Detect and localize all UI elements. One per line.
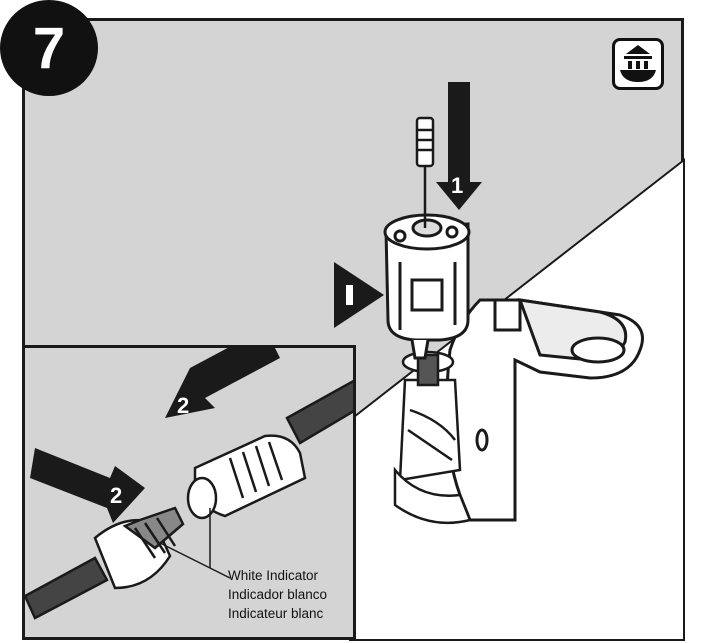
indicator-leader-lines	[159, 508, 231, 579]
faucet-body	[445, 298, 644, 522]
step-number-badge: 7	[0, 0, 98, 96]
indicator-label-en: White Indicator	[228, 568, 319, 583]
indicator-label-fr: Indicateur blanc	[228, 606, 324, 621]
connect-arrow-right-label: 2	[110, 483, 122, 508]
battery-cable	[415, 116, 435, 228]
connector-illustration: 2 2	[25, 348, 353, 620]
triangle-pointer-icon	[334, 262, 384, 328]
insert-arrow: 1	[436, 82, 482, 210]
indicator-label-es: Indicador blanco	[228, 587, 328, 602]
indicator-labels: White Indicator Indicador blanco Indicat…	[228, 566, 327, 623]
right-cable	[186, 379, 353, 520]
connect-arrow-left-label: 2	[177, 393, 189, 418]
insert-arrow-label: 1	[451, 173, 463, 198]
left-cable	[25, 506, 185, 620]
connect-arrow-right: 2	[30, 448, 145, 523]
battery-box	[383, 213, 471, 360]
install-parts-icon	[612, 38, 664, 90]
connect-arrow-left: 2	[165, 348, 280, 418]
step-number: 7	[32, 15, 66, 81]
connector-detail-inset: 2 2	[22, 345, 356, 640]
